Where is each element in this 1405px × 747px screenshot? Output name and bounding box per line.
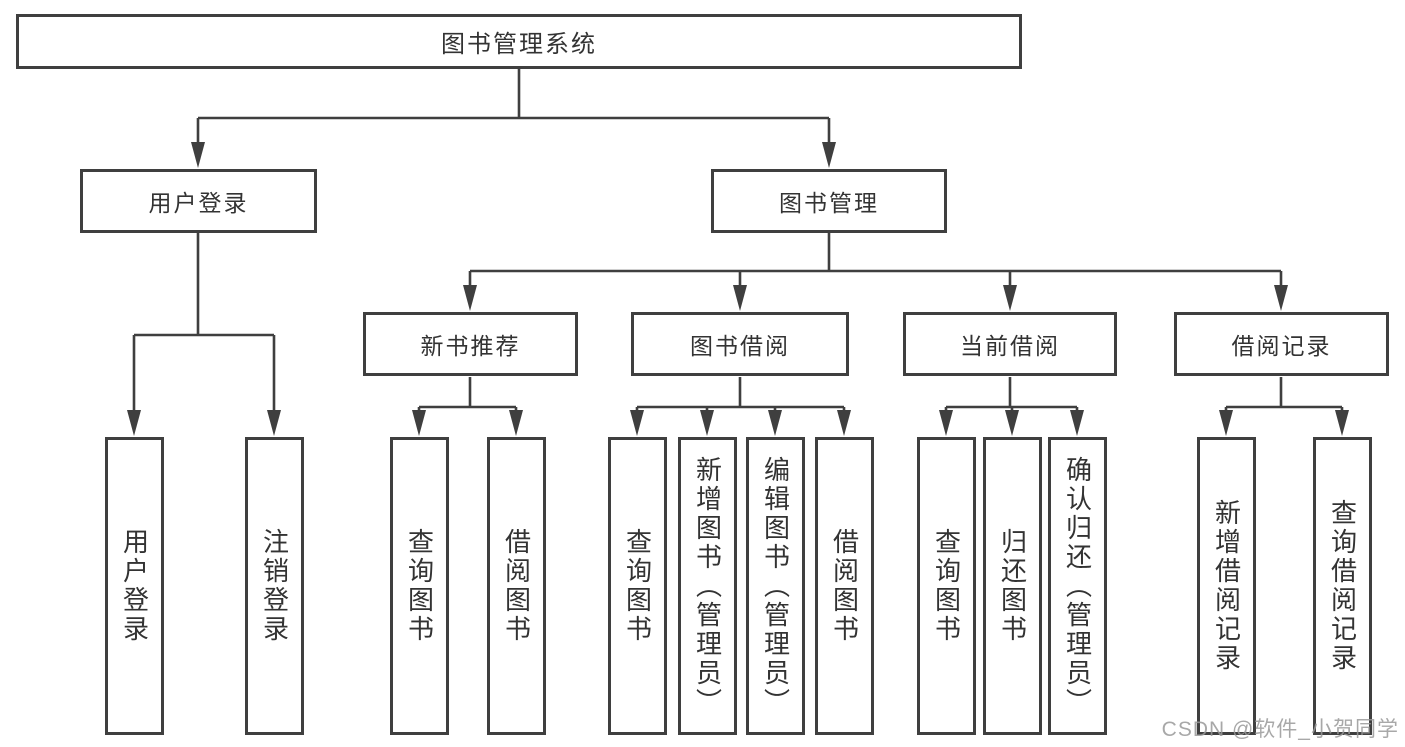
node-user-login-label: 用户登录 [148,190,249,216]
leaf-return-books: 归还图书 [983,437,1042,735]
leaf-logout-label: 注销登录 [259,528,290,644]
leaf-query-books-3-label: 查询图书 [931,528,962,644]
node-root-label: 图书管理系统 [441,31,597,58]
leaf-borrow-books-1: 借阅图书 [487,437,546,735]
node-new-book-recommend: 新书推荐 [363,312,578,376]
arrowheads-level3 [463,285,1288,311]
arrowheads-leaves [412,410,1349,436]
node-book-borrow-label: 图书借阅 [690,333,790,359]
leaf-query-books-3: 查询图书 [917,437,976,735]
leaf-query-books-2: 查询图书 [608,437,667,735]
connector-borrow-records-children [1224,377,1344,411]
connector-user-login-children [132,233,276,412]
leaf-edit-books-admin: 编辑图书（管理员） [746,437,805,735]
leaf-borrow-books-2-label: 借阅图书 [829,528,860,644]
node-book-borrow: 图书借阅 [631,312,849,376]
leaf-confirm-return-admin: 确认归还（管理员） [1048,437,1107,735]
leaf-user-login: 用户登录 [105,437,164,735]
leaf-borrow-books-2: 借阅图书 [815,437,874,735]
leaf-query-books-2-label: 查询图书 [622,528,653,644]
leaf-user-login-label: 用户登录 [119,528,150,644]
node-current-borrow-label: 当前借阅 [960,333,1060,359]
leaf-add-books-admin: 新增图书（管理员） [678,437,737,735]
connector-new-book-children [417,377,518,411]
node-new-book-recommend-label: 新书推荐 [420,333,521,359]
connector-book-borrow-children [635,377,846,411]
leaf-return-books-label: 归还图书 [997,528,1028,644]
arrowheads-level2 [191,142,836,168]
connector-current-borrow-children [944,377,1079,411]
node-book-management-label: 图书管理 [779,190,879,216]
leaf-borrow-books-1-label: 借阅图书 [501,528,532,644]
leaf-add-borrow-record: 新增借阅记录 [1197,437,1256,735]
node-book-management: 图书管理 [711,169,947,233]
connector-book-mgmt-children [468,233,1283,287]
node-user-login: 用户登录 [80,169,317,233]
leaf-query-books-1-label: 查询图书 [404,528,435,644]
leaf-edit-books-admin-label: 编辑图书（管理员） [760,455,791,717]
leaf-query-borrow-record: 查询借阅记录 [1313,437,1372,735]
node-root-system: 图书管理系统 [16,14,1022,69]
leaf-confirm-return-admin-label: 确认归还（管理员） [1062,455,1093,717]
leaf-add-borrow-record-label: 新增借阅记录 [1211,499,1242,673]
leaf-logout: 注销登录 [245,437,304,735]
arrowheads-user-login [127,410,281,436]
connector-root-to-level2 [196,68,831,144]
node-borrow-records: 借阅记录 [1174,312,1389,376]
leaf-query-borrow-record-label: 查询借阅记录 [1327,499,1358,673]
csdn-watermark: CSDN @软件_小贺同学 [1161,718,1399,741]
leaf-query-books-1: 查询图书 [390,437,449,735]
node-borrow-records-label: 借阅记录 [1231,333,1332,359]
leaf-add-books-admin-label: 新增图书（管理员） [692,455,723,717]
node-current-borrow: 当前借阅 [903,312,1117,376]
